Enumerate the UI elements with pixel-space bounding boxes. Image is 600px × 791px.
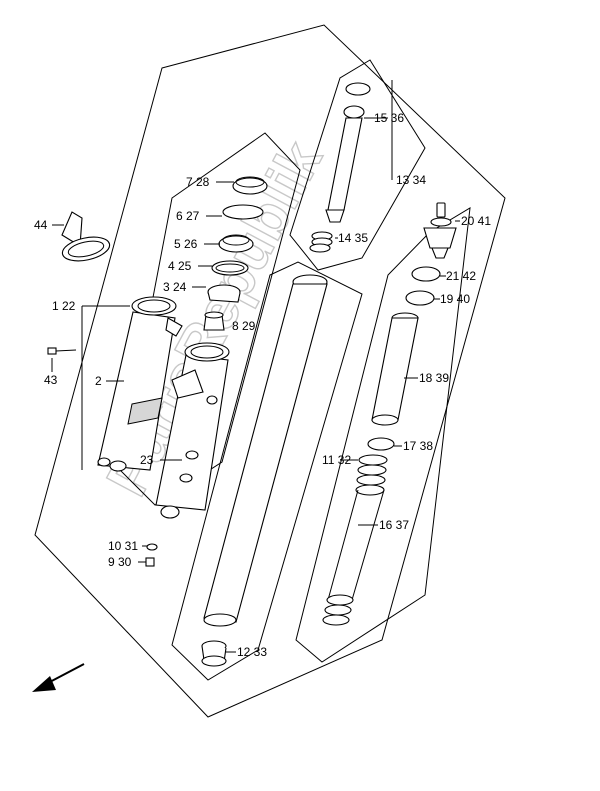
washer-10 xyxy=(146,543,158,551)
callout-19-40: 19 40 xyxy=(440,292,470,306)
callout-1-22: 1 22 xyxy=(52,299,76,313)
callout-labels: 44 1 22 2 43 7 28 6 27 5 26 4 25 3 24 8 … xyxy=(34,111,491,659)
leader-lines xyxy=(51,80,460,653)
callout-5-26: 5 26 xyxy=(174,237,198,251)
callout-13-34: 13 34 xyxy=(396,173,426,187)
callout-43: 43 xyxy=(44,373,58,387)
callout-17-38: 17 38 xyxy=(403,439,433,453)
inner-panel-tube xyxy=(171,261,363,681)
callout-3-24: 3 24 xyxy=(163,280,187,294)
callout-23: 23 xyxy=(140,453,154,467)
spring-part xyxy=(322,454,388,626)
callout-6-27: 6 27 xyxy=(176,209,200,223)
callout-18-39: 18 39 xyxy=(419,371,449,385)
inner-panel-damper xyxy=(295,207,471,663)
callout-4-25: 4 25 xyxy=(168,259,192,273)
callout-14-35: 14 35 xyxy=(338,231,368,245)
inner-panel-cylinder xyxy=(289,59,426,271)
fork-guard-part xyxy=(61,211,111,262)
callout-11-32: 11 32 xyxy=(322,453,351,467)
spacer-part xyxy=(371,312,419,426)
callout-21-42: 21 42 xyxy=(446,269,476,283)
o-ring-19 xyxy=(405,290,435,306)
seal-stack xyxy=(203,176,268,331)
callout-7-28: 7 28 xyxy=(186,175,210,189)
bolt-9 xyxy=(145,557,155,567)
inner-tube-part xyxy=(201,274,328,667)
outer-tube-part xyxy=(97,296,183,472)
damper-cylinder-part xyxy=(309,82,371,253)
callout-44: 44 xyxy=(34,218,48,232)
washer-part xyxy=(367,437,395,451)
callout-9-30: 9 30 xyxy=(108,555,132,569)
assembly-outline xyxy=(34,24,506,718)
bolt-43 xyxy=(47,347,77,355)
cap-bolt-part xyxy=(423,202,457,259)
callout-2: 2 xyxy=(95,374,102,388)
callout-8-29: 8 29 xyxy=(232,319,256,333)
callout-15-36: 15 36 xyxy=(374,111,404,125)
front-direction-arrow-icon xyxy=(32,663,85,692)
callout-16-37: 16 37 xyxy=(379,518,409,532)
outer-tube-part-23 xyxy=(155,342,230,519)
callout-12-33: 12 33 xyxy=(237,645,267,659)
callout-10-31: 10 31 xyxy=(108,539,138,553)
callout-20-41: 20 41 xyxy=(461,214,491,228)
o-ring-21 xyxy=(411,266,441,282)
